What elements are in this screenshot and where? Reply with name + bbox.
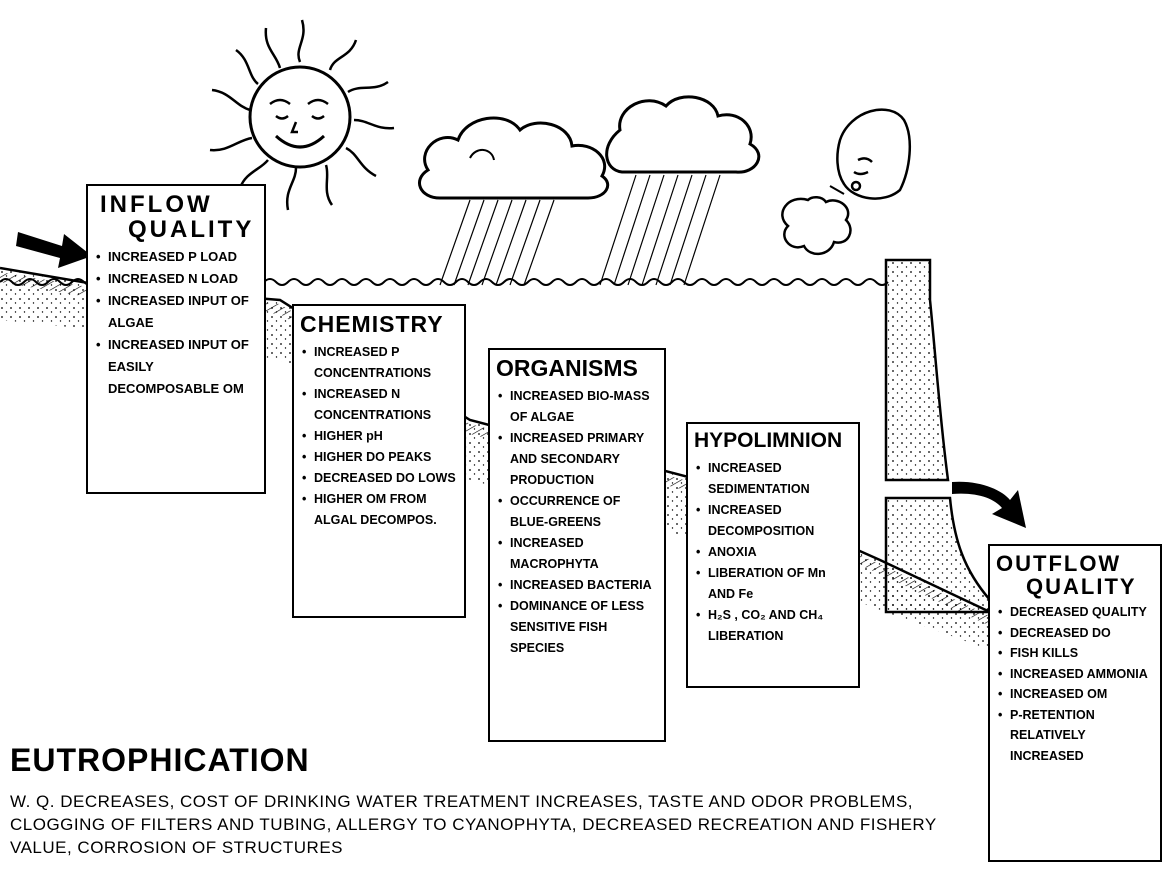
inflow-title-line2: QUALITY bbox=[94, 217, 258, 242]
inflow-arrow-icon bbox=[16, 232, 92, 268]
inflow-title-line1: INFLOW bbox=[94, 192, 258, 217]
chemistry-item: INCREASED N CONCENTRATIONS bbox=[300, 384, 458, 426]
cloud-icon bbox=[419, 97, 758, 198]
hypolimnion-box: HYPOLIMNION INCREASED SEDIMENTATION INCR… bbox=[686, 422, 860, 688]
outflow-title-line2: QUALITY bbox=[996, 575, 1154, 598]
hypolimnion-title: HYPOLIMNION bbox=[694, 430, 852, 452]
organisms-item: INCREASED BACTERIA bbox=[496, 575, 658, 596]
outflow-item: P-RETENTION RELATIVELY INCREASED bbox=[996, 705, 1154, 767]
organisms-item: INCREASED BIO-MASS OF ALGAE bbox=[496, 386, 658, 428]
hypolimnion-item: LIBERATION OF Mn AND Fe bbox=[694, 563, 852, 605]
inflow-item: INCREASED P LOAD bbox=[94, 246, 258, 268]
chemistry-item: HIGHER OM FROM ALGAL DECOMPOS. bbox=[300, 489, 458, 531]
inflow-item: INCREASED INPUT OF EASILY DECOMPOSABLE O… bbox=[94, 334, 258, 400]
organisms-item: INCREASED MACROPHYTA bbox=[496, 533, 658, 575]
eutrophication-title: EUTROPHICATION bbox=[10, 742, 310, 779]
inflow-quality-box: INFLOW QUALITY INCREASED P LOAD INCREASE… bbox=[86, 184, 266, 494]
chemistry-item: DECREASED DO LOWS bbox=[300, 468, 458, 489]
outflow-item: DECREASED DO bbox=[996, 623, 1154, 644]
outflow-item: INCREASED OM bbox=[996, 684, 1154, 705]
dam-icon bbox=[886, 260, 990, 612]
hypolimnion-item: H₂S , CO₂ AND CH₄ LIBERATION bbox=[694, 605, 852, 647]
outflow-quality-box: OUTFLOW QUALITY DECREASED QUALITY DECREA… bbox=[988, 544, 1162, 862]
outflow-item: INCREASED AMMONIA bbox=[996, 664, 1154, 685]
hypolimnion-item: INCREASED SEDIMENTATION bbox=[694, 458, 852, 500]
organisms-title: ORGANISMS bbox=[496, 356, 658, 380]
chemistry-item: HIGHER DO PEAKS bbox=[300, 447, 458, 468]
chemistry-item: INCREASED P CONCENTRATIONS bbox=[300, 342, 458, 384]
sun-icon bbox=[210, 20, 394, 210]
chemistry-title: CHEMISTRY bbox=[300, 312, 458, 336]
inflow-item: INCREASED INPUT OF ALGAE bbox=[94, 290, 258, 334]
organisms-box: ORGANISMS INCREASED BIO-MASS OF ALGAE IN… bbox=[488, 348, 666, 742]
wind-face-icon bbox=[782, 110, 909, 254]
inflow-item: INCREASED N LOAD bbox=[94, 268, 258, 290]
hypolimnion-item: ANOXIA bbox=[694, 542, 852, 563]
organisms-item: INCREASED PRIMARY AND SECONDARY PRODUCTI… bbox=[496, 428, 658, 491]
outflow-item: FISH KILLS bbox=[996, 643, 1154, 664]
organisms-item: OCCURRENCE OF BLUE-GREENS bbox=[496, 491, 658, 533]
chemistry-box: CHEMISTRY INCREASED P CONCENTRATIONS INC… bbox=[292, 304, 466, 618]
organisms-item: DOMINANCE OF LESS SENSITIVE FISH SPECIES bbox=[496, 596, 658, 659]
outflow-title-line1: OUTFLOW bbox=[996, 552, 1154, 575]
outflow-arrow-icon bbox=[952, 482, 1026, 528]
eutrophication-consequences: W. Q. DECREASES, COST OF DRINKING WATER … bbox=[10, 790, 970, 859]
hypolimnion-item: INCREASED DECOMPOSITION bbox=[694, 500, 852, 542]
chemistry-item: HIGHER pH bbox=[300, 426, 458, 447]
outflow-item: DECREASED QUALITY bbox=[996, 602, 1154, 623]
